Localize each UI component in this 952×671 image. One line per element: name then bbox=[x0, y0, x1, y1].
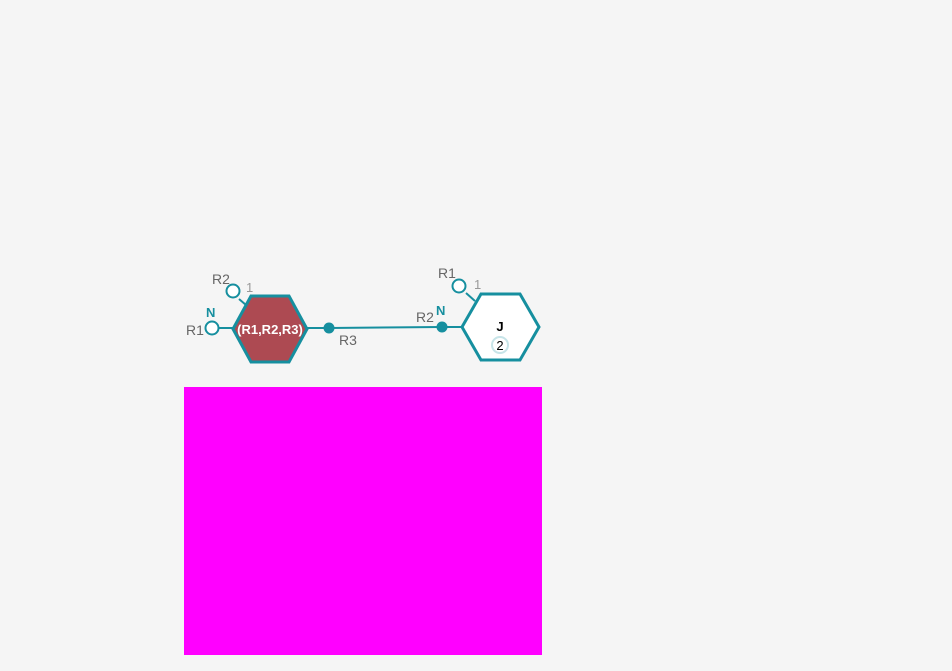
monomer-1-label: (R1,R2,R3) bbox=[237, 322, 303, 337]
r1-label: R1 bbox=[438, 265, 456, 281]
n-terminal-label: N bbox=[206, 305, 215, 320]
r3-connected-attachment-icon[interactable] bbox=[323, 322, 335, 334]
monomer-2-label: J bbox=[496, 319, 503, 334]
r1-bond-line bbox=[465, 292, 476, 302]
r2-connected-attachment-icon[interactable] bbox=[436, 321, 448, 333]
monomer-2[interactable]: R1 1 R2 N J 2 bbox=[416, 265, 541, 362]
n-terminal-label: N bbox=[436, 303, 445, 318]
magenta-placeholder-panel bbox=[184, 387, 542, 655]
repeat-count-ring-icon bbox=[491, 336, 509, 354]
r2-bond-line bbox=[238, 298, 247, 306]
repeat-count: 2 bbox=[496, 338, 503, 353]
monomer-1[interactable]: R2 1 R1 N R3 (R1,R2,R3) bbox=[186, 271, 357, 364]
r2-open-attachment-icon[interactable] bbox=[225, 283, 241, 299]
monomer-index: 1 bbox=[246, 280, 253, 295]
r2-label: R2 bbox=[416, 309, 434, 325]
r3-label: R3 bbox=[339, 332, 357, 348]
r2-label: R2 bbox=[212, 271, 230, 287]
monomer-1-hexagon[interactable] bbox=[231, 294, 309, 364]
r1-open-attachment-icon[interactable] bbox=[451, 278, 467, 294]
r1-label: R1 bbox=[186, 322, 204, 338]
monomer-2-hexagon[interactable] bbox=[460, 292, 541, 362]
monomer-index: 1 bbox=[474, 277, 481, 292]
bond-r3-to-r2[interactable] bbox=[328, 326, 443, 329]
r1-open-attachment-icon[interactable] bbox=[204, 320, 220, 336]
